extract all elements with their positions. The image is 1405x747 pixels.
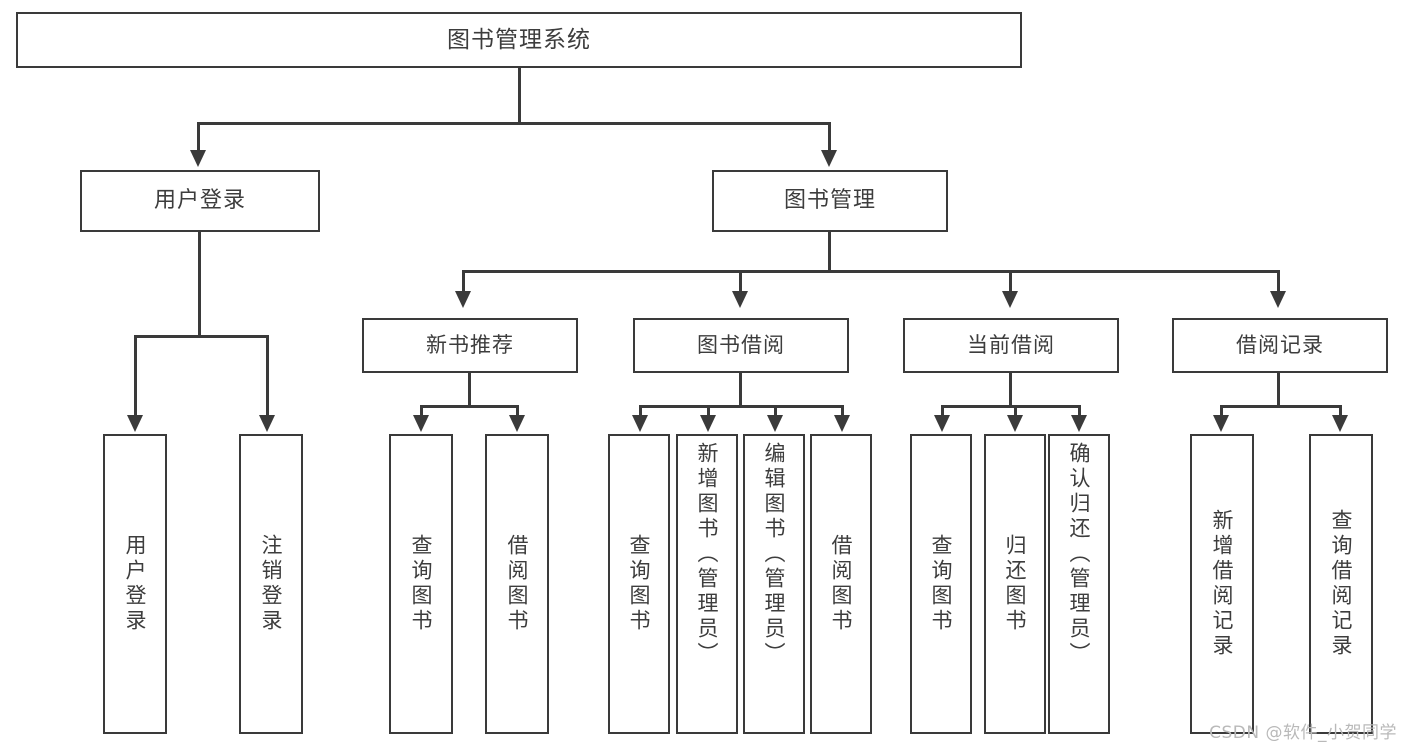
arrowhead-cb-child-3 — [1071, 415, 1087, 432]
leaf-label: 用户登录 — [123, 534, 148, 634]
leaf-add-borrow-record[interactable]: 新增借阅记录 — [1190, 434, 1254, 734]
connector-cb-child-3 — [1078, 405, 1081, 417]
leaf-label: 确认归还（管理员） — [1067, 442, 1092, 667]
connector-to-new-book-recommend — [462, 270, 465, 291]
leaf-label: 归还图书 — [1003, 534, 1028, 634]
connector-br-child-2 — [1339, 405, 1342, 417]
connector-current-borrow-stem — [1009, 373, 1012, 405]
connector-book-management-stem — [828, 232, 831, 270]
arrowhead-nbr-child-2 — [509, 415, 525, 432]
connector-to-book-borrow — [739, 270, 742, 291]
connector-cb-child-1 — [941, 405, 944, 417]
leaf-borrow-book-nbr[interactable]: 借阅图书 — [485, 434, 549, 734]
arrowhead-to-book-borrow — [732, 291, 748, 308]
node-current-borrow[interactable]: 当前借阅 — [903, 318, 1119, 373]
leaf-label: 编辑图书（管理员） — [762, 442, 787, 667]
leaf-label: 查询图书 — [409, 534, 434, 634]
leaf-query-book-bb[interactable]: 查询图书 — [608, 434, 670, 734]
connector-new-book-recommend-stem — [468, 373, 471, 405]
leaf-label: 查询图书 — [627, 534, 652, 634]
connector-user-login-child-1 — [134, 335, 137, 415]
connector-level1-bar — [197, 122, 831, 125]
arrowhead-br-child-2 — [1332, 415, 1348, 432]
leaf-label: 借阅图书 — [829, 534, 854, 634]
node-label: 新书推荐 — [426, 333, 514, 358]
leaf-label: 新增图书（管理员） — [695, 442, 720, 667]
connector-root-stem — [518, 68, 521, 122]
connector-current-borrow-bar — [941, 405, 1081, 408]
connector-bb-child-2 — [707, 405, 710, 417]
connector-to-borrow-record — [1277, 270, 1280, 291]
connector-bb-child-3 — [774, 405, 777, 417]
connector-book-borrow-bar — [639, 405, 844, 408]
leaf-label: 查询借阅记录 — [1329, 509, 1354, 659]
leaf-confirm-return-admin[interactable]: 确认归还（管理员） — [1048, 434, 1110, 734]
arrowhead-cb-child-1 — [934, 415, 950, 432]
node-book-management[interactable]: 图书管理 — [712, 170, 948, 232]
leaf-query-book-nbr[interactable]: 查询图书 — [389, 434, 453, 734]
csdn-watermark: CSDN @软件_小贺同学 — [1209, 723, 1397, 743]
node-label: 借阅记录 — [1236, 333, 1324, 358]
node-label: 用户登录 — [153, 188, 246, 214]
arrowhead-to-new-book-recommend — [455, 291, 471, 308]
arrowhead-user-login-child-2 — [259, 415, 275, 432]
leaf-label: 新增借阅记录 — [1210, 509, 1235, 659]
connector-bb-child-1 — [639, 405, 642, 417]
leaf-borrow-book-bb[interactable]: 借阅图书 — [810, 434, 872, 734]
leaf-query-book-cb[interactable]: 查询图书 — [910, 434, 972, 734]
arrowhead-nbr-child-1 — [413, 415, 429, 432]
connector-bb-child-4 — [841, 405, 844, 417]
leaf-label: 查询图书 — [929, 534, 954, 634]
connector-nbr-child-1 — [420, 405, 423, 417]
leaf-query-borrow-record[interactable]: 查询借阅记录 — [1309, 434, 1373, 734]
arrowhead-cb-child-2 — [1007, 415, 1023, 432]
node-book-borrow[interactable]: 图书借阅 — [633, 318, 849, 373]
connector-nbr-child-2 — [516, 405, 519, 417]
connector-borrow-record-stem — [1277, 373, 1280, 405]
node-user-login[interactable]: 用户登录 — [80, 170, 320, 232]
leaf-logout[interactable]: 注销登录 — [239, 434, 303, 734]
node-label: 图书管理系统 — [447, 26, 591, 53]
connector-to-user-login — [197, 122, 200, 150]
arrowhead-to-book-management — [821, 150, 837, 167]
arrowhead-br-child-1 — [1213, 415, 1229, 432]
node-label: 图书管理 — [783, 188, 876, 214]
arrowhead-user-login-child-1 — [127, 415, 143, 432]
connector-br-child-1 — [1220, 405, 1223, 417]
leaf-add-book-admin[interactable]: 新增图书（管理员） — [676, 434, 738, 734]
connector-level2-bar — [462, 270, 1280, 273]
leaf-user-login[interactable]: 用户登录 — [103, 434, 167, 734]
connector-to-book-management — [828, 122, 831, 150]
arrowhead-to-current-borrow — [1002, 291, 1018, 308]
connector-user-login-child-2 — [266, 335, 269, 415]
leaf-return-book[interactable]: 归还图书 — [984, 434, 1046, 734]
leaf-label: 注销登录 — [259, 534, 284, 634]
arrowhead-bb-child-3 — [767, 415, 783, 432]
connector-user-login-bar — [134, 335, 269, 338]
connector-book-borrow-stem — [739, 373, 742, 405]
connector-user-login-stem — [198, 232, 201, 335]
connector-new-book-recommend-bar — [420, 405, 519, 408]
arrowhead-bb-child-2 — [700, 415, 716, 432]
node-new-book-recommend[interactable]: 新书推荐 — [362, 318, 578, 373]
leaf-label: 借阅图书 — [505, 534, 530, 634]
leaf-edit-book-admin[interactable]: 编辑图书（管理员） — [743, 434, 805, 734]
connector-to-current-borrow — [1009, 270, 1012, 291]
connector-borrow-record-bar — [1220, 405, 1342, 408]
arrowhead-to-borrow-record — [1270, 291, 1286, 308]
node-label: 图书借阅 — [697, 333, 785, 358]
arrowhead-bb-child-1 — [632, 415, 648, 432]
connector-cb-child-2 — [1014, 405, 1017, 417]
node-borrow-record[interactable]: 借阅记录 — [1172, 318, 1388, 373]
node-label: 当前借阅 — [967, 333, 1055, 358]
arrowhead-to-user-login — [190, 150, 206, 167]
arrowhead-bb-child-4 — [834, 415, 850, 432]
node-root-book-management-system[interactable]: 图书管理系统 — [16, 12, 1022, 68]
